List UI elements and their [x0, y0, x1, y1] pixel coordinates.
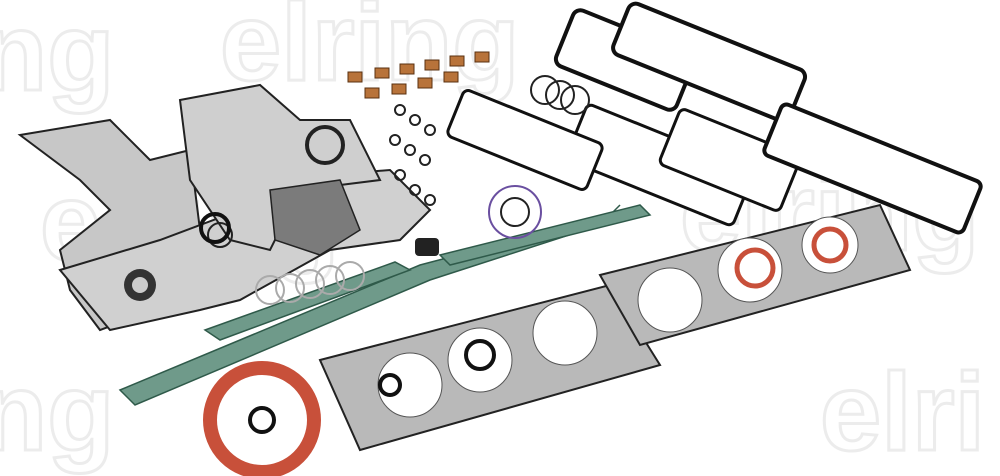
- svg-text:elri: elri: [820, 351, 985, 474]
- valve-cover-gasket-2: [611, 1, 808, 123]
- cylinder-head-gasket-2: [598, 203, 912, 347]
- manifold-gasket: [762, 102, 983, 235]
- svg-text:ng: ng: [0, 351, 114, 474]
- o-ring-set: [199, 75, 590, 305]
- intake-gasket-strip: [446, 89, 604, 191]
- cover-seal: [305, 125, 345, 165]
- green-oil-pan-strip-2: [203, 261, 412, 341]
- cylinder-head-gasket-1: [318, 283, 662, 452]
- copper-valve-seals: [347, 51, 490, 99]
- oil-pan-plate: [269, 179, 361, 256]
- shaft-seal-bore: [132, 277, 148, 293]
- green-oil-pan-strip-3: [438, 204, 652, 266]
- crankshaft-seal-ring: [203, 361, 321, 476]
- valve-cover-gasket-4: [658, 108, 802, 212]
- o-ring-small: [248, 406, 276, 434]
- rubber-bushing: [415, 238, 439, 256]
- svg-text:ng: ng: [0, 0, 114, 114]
